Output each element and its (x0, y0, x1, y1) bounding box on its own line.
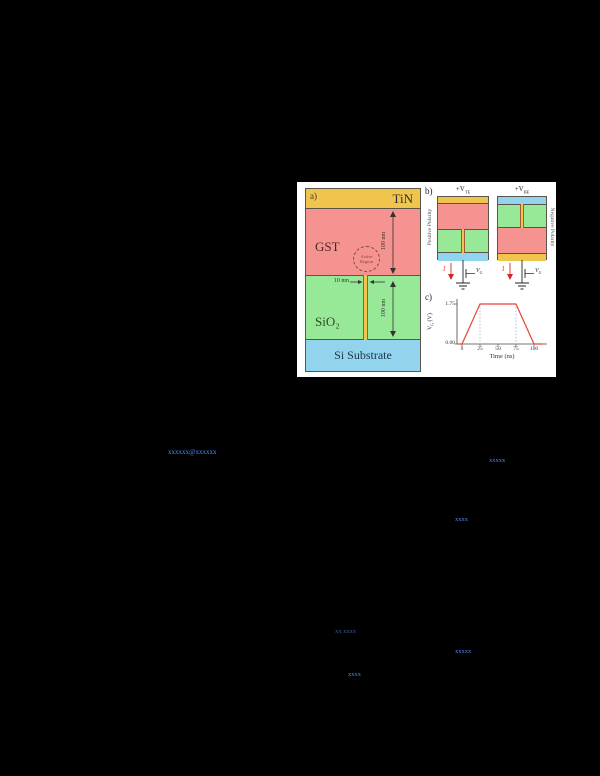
layer-sio2: SiO₂ (306, 275, 420, 340)
xtick-50: 50 (495, 346, 501, 352)
hyperlink-1[interactable]: xxxxxx@xxxxxx (168, 448, 217, 456)
arrowhead-icon (507, 274, 513, 280)
layer-gst (498, 228, 546, 254)
vg-main: V (476, 268, 480, 274)
layer-gst (438, 204, 488, 230)
figure-1: a) TiN GST SiO₂ Si Substrate Active Regi… (297, 182, 556, 377)
heater-via (520, 204, 524, 228)
layer-si (438, 253, 488, 261)
gate-voltage-label: VG (535, 268, 541, 275)
vg-sub: G (479, 271, 483, 276)
layer-sio2 (498, 204, 546, 228)
vg-sub: G (538, 271, 542, 276)
layer-tin (438, 197, 488, 204)
current-label: I (502, 265, 505, 273)
layer-sio2 (438, 229, 488, 253)
panel-a-tag: a) (310, 191, 317, 201)
xtick-25: 25 (477, 346, 483, 352)
negative-voltage-label: +VBE (497, 185, 547, 194)
negative-polarity-stack (497, 196, 547, 261)
arrowhead-icon (448, 274, 454, 280)
transistor-circuits (448, 260, 534, 290)
pulse-waveform (458, 303, 543, 345)
hyperlink-4[interactable]: xx xxxx (335, 628, 357, 635)
layer-tin: a) TiN (306, 189, 420, 209)
layer-tin (498, 254, 546, 261)
sio2-thickness-label: 100 nm (381, 298, 387, 318)
pulse-chart-svg (454, 299, 547, 347)
y-axis-label: VG (V) (427, 302, 434, 342)
positive-polarity-label: Positive Polarity (427, 208, 433, 246)
hyperlink-6[interactable]: xxxx (348, 671, 361, 678)
panel-b-tag: b) (425, 186, 433, 196)
heater-via (461, 229, 465, 253)
hyperlink-3[interactable]: xxxx (455, 516, 468, 523)
xtick-0: 0 (460, 346, 464, 352)
hyperlink-2[interactable]: xxxxx (489, 457, 506, 464)
substrate-label: Si Substrate (334, 348, 392, 362)
tin-label: TiN (392, 191, 413, 206)
gst-thickness-label: 100 nm (381, 231, 387, 251)
vg-main: V (535, 268, 539, 274)
voltage-main: +V (455, 185, 465, 193)
ylabel-main: V (427, 325, 434, 331)
current-label: I (443, 265, 446, 273)
gst-label: GST (315, 239, 340, 254)
x-axis-label: Time (ns) (489, 353, 515, 360)
active-region-label-2: Region (360, 259, 373, 264)
negative-polarity-label: Negative Polarity (549, 207, 555, 247)
panel-c-tag: c) (425, 292, 432, 302)
heater-via (363, 275, 368, 340)
heater-width-label: 10 nm (333, 278, 349, 284)
ytick-175: 1.75 (445, 301, 455, 307)
ylabel-unit: (V) (427, 313, 434, 322)
positive-voltage-label: +VTE (437, 185, 489, 194)
sio2-label: SiO₂ (315, 314, 340, 329)
ytick-000: 0.00 (445, 340, 455, 346)
active-region-marker: Active Region (353, 246, 380, 272)
panel-a-device-stack: a) TiN GST SiO₂ Si Substrate Active Regi… (305, 188, 421, 372)
positive-polarity-stack (437, 196, 489, 261)
voltage-main: +V (514, 185, 524, 193)
active-region-label-1: Active (360, 254, 373, 259)
xtick-100: 100 (529, 346, 539, 352)
voltage-sub: TE (464, 189, 471, 195)
hyperlink-5[interactable]: xxxxx (455, 648, 472, 655)
gate-voltage-label: VG (476, 268, 482, 275)
ylabel-sub: G (430, 323, 435, 326)
voltage-sub: BE (523, 189, 530, 195)
xtick-75: 75 (513, 346, 519, 352)
layer-si-substrate: Si Substrate (306, 340, 420, 371)
